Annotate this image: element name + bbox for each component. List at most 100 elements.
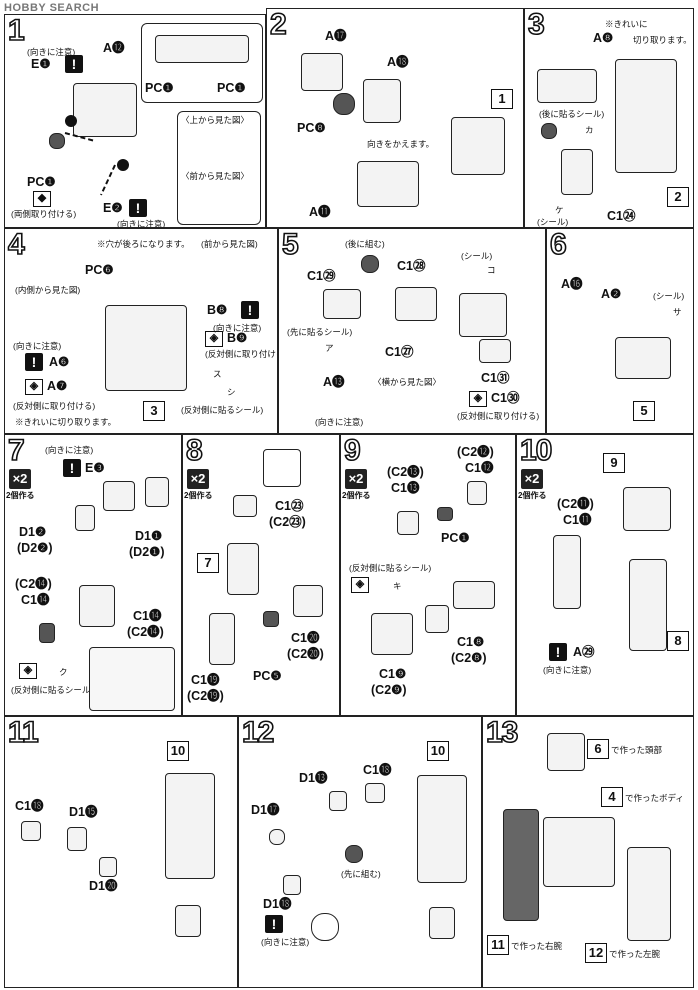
part-label: PC❶ [145,81,174,95]
part-label: (C2㉓) [269,515,306,529]
part-illustration [479,339,511,363]
step-6-panel: 6 A⓰ A❷ (シール) サ 5 [546,228,694,434]
step-reference: 11 [487,935,509,955]
sticker-label: ケ [555,205,564,215]
part-label: C1㉚ [491,391,520,405]
part-illustration [429,907,455,939]
part-label: D1⓯ [69,805,98,819]
note: (シール) [653,291,685,301]
quantity-note: 2個作る [518,491,547,500]
part-illustration [543,817,615,887]
part-illustration [333,93,355,115]
note: ※きれいに切り取ります。 [15,417,117,427]
note: (向きに注意) [13,341,62,351]
note: (向きに注意) [315,417,364,427]
note: (向きに注意) [27,47,76,57]
step-1-panel: 1 A⓬ (向きに注意) E❶ ! PC❶ ◆ (両側取り付ける) E❷ ! (… [4,14,266,228]
part-illustration [553,535,581,609]
part-illustration [361,255,379,273]
part-label: C1⓬ [465,461,494,475]
part-label: (C2⓳) [187,689,224,703]
note: ※きれいに [605,19,648,29]
step-number: 1 [7,14,25,47]
part-label: C1㉓ [275,499,304,513]
part-label: B❽ [207,303,228,317]
part-label: PC❶ [441,531,470,545]
part-label: D1❷ [19,525,47,539]
step-reference: 10 [427,741,449,761]
detail-box [141,23,263,103]
step-reference: 5 [633,401,655,421]
caution-icon: ! [63,459,81,477]
note: (向きに注意) [117,219,166,228]
quantity-note: 2個作る [342,491,371,500]
note: (シール) [461,251,493,261]
note: 切り取ります。 [633,35,692,45]
step-reference: 7 [197,553,219,573]
part-illustration [503,809,539,921]
part-label: D1⓭ [299,771,328,785]
detail-box [263,449,301,487]
opposite-side-icon: ◈ [25,379,43,395]
step-10-panel: 10 ×2 2個作る 9 (C2⓫) C1⓫ 8 ! A㉙ (向きに注意) [516,434,694,716]
part-label: A⓱ [325,29,347,43]
part-label: (C2⓴) [287,647,324,661]
step-reference: 12 [585,943,607,963]
note: (後に組む) [345,239,385,249]
note: (向きに注意) [213,323,262,333]
sticker-label: サ [673,307,682,317]
note: 〈上から見た図〉 [181,115,250,125]
part-illustration [67,827,87,851]
note: (両側取り付ける) [11,209,77,219]
part-label: (C2⓮) [15,577,52,591]
part-label: C1⓳ [191,673,220,687]
part-illustration [269,829,285,845]
part-illustration [453,581,495,609]
sticker-label: ス [213,369,222,379]
part-illustration [395,287,437,321]
part-label: (C2⓫) [557,497,594,511]
opposite-side-icon: ◈ [205,331,223,347]
step-reference: 8 [667,631,689,651]
part-illustration [155,35,249,63]
part-label: C1㉙ [307,269,336,283]
caution-icon: ! [265,915,283,933]
part-illustration [99,857,117,877]
part-label: C1⓮ [21,593,50,607]
step-8-panel: 8 ×2 2個作る C1㉓ (C2㉓) 7 C1⓴ (C2⓴) C1⓳ (C2⓳… [182,434,340,716]
part-label: C1㉛ [481,371,510,385]
step-2-panel: 2 A⓱ A⓲ PC❽ 1 向きをかえます。 A⓫ [266,8,524,228]
part-illustration [623,487,671,531]
part-illustration [451,117,505,175]
part-illustration [227,543,259,595]
caution-icon: ! [129,199,147,217]
part-illustration [283,875,301,895]
part-label: A❽ [593,31,614,45]
part-label: A❼ [47,379,68,393]
note: (反対側に貼るシール) [181,405,264,415]
step-11-panel: 11 C1⓲ D1⓯ D1⓴ 10 [4,716,238,988]
part-label: A⓲ [387,55,409,69]
part-illustration [209,613,235,665]
step-reference: 10 [167,741,189,761]
part-label: D1⓱ [251,803,280,817]
part-label: A❻ [49,355,70,369]
step-number: 13 [485,716,519,749]
part-illustration [363,79,401,123]
part-label: C1㉔ [607,209,636,223]
part-label: C1㉘ [397,259,426,273]
part-illustration [547,733,585,771]
assembly-arrows [64,115,129,196]
part-label: C1⓲ [15,799,44,813]
note: (向きに注意) [45,445,94,455]
note: (向きに注意) [543,665,592,675]
part-label: PC❶ [27,175,56,189]
part-label: C1⓴ [291,631,320,645]
part-illustration [537,69,597,103]
part-label: A⓫ [309,205,331,219]
part-illustration [397,511,419,535]
part-label: (D2❶) [129,545,165,559]
part-label: (C2⓬) [457,445,494,459]
quantity-note: 2個作る [184,491,213,500]
note: (反対側に貼るシール) [349,563,432,573]
